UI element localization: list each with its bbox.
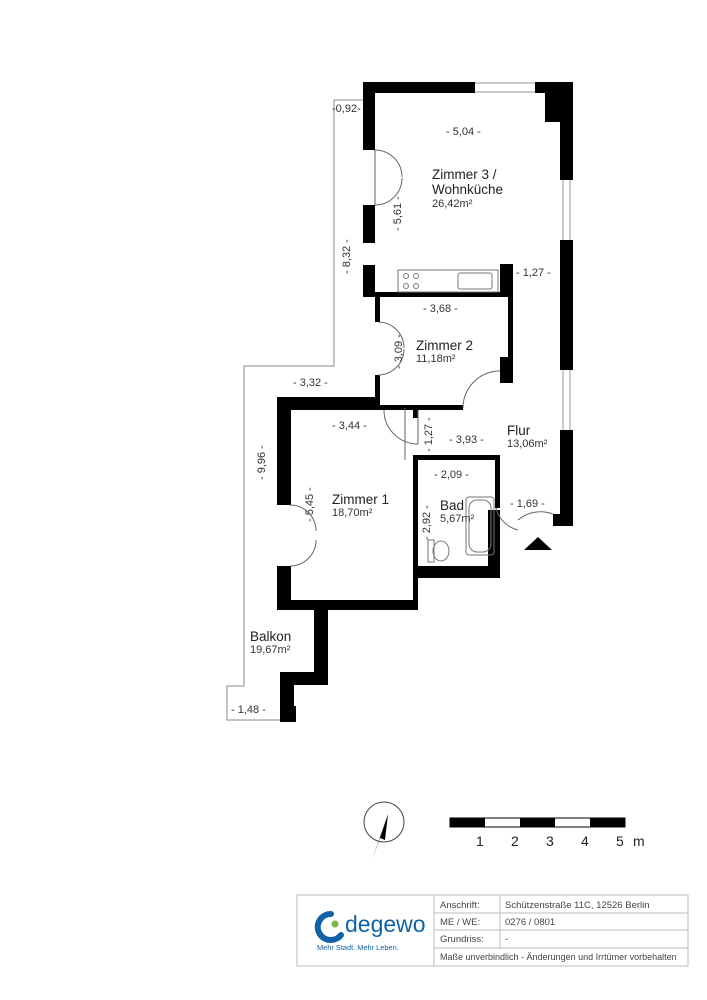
logo-wordmark: degewo: [345, 911, 426, 937]
address-value: Schützenstraße 11C, 12526 Berlin: [505, 900, 650, 911]
dim-092: -0,92-: [332, 103, 361, 115]
dim-169: - 1,69 -: [510, 498, 545, 510]
scale-label-3: 3: [546, 833, 554, 849]
scale-bar: [449, 817, 626, 828]
room-zimmer3-name: Zimmer 3 /: [432, 167, 497, 182]
room-bad-name: Bad: [440, 498, 464, 513]
dim-344: - 3,44 -: [332, 420, 367, 432]
dim-504: - 5,04 -: [446, 126, 481, 138]
room-zimmer2-name: Zimmer 2: [416, 338, 473, 353]
scale-label-4: 4: [581, 833, 589, 849]
scale-label-1: 1: [476, 833, 484, 849]
grundriss-value: -: [505, 934, 508, 945]
dim-127b: - 1,27 -: [423, 417, 435, 452]
dim-545: - 5,45 -: [304, 487, 316, 522]
dim-996: - 9,96 -: [256, 445, 268, 480]
dim-209: - 2,09 -: [434, 469, 469, 481]
room-zimmer2-area: 11,18m²: [416, 353, 456, 365]
dim-393: - 3,93 -: [449, 434, 484, 446]
info-box: [296, 894, 689, 967]
scale-label-5: 5: [616, 833, 624, 849]
room-zimmer1-area: 18,70m²: [332, 507, 373, 519]
dim-148: - 1,48 -: [231, 704, 266, 716]
dim-332: - 3,32 -: [293, 377, 328, 389]
dim-561: - 5,61 -: [392, 196, 404, 231]
room-zimmer1-name: Zimmer 1: [332, 492, 389, 507]
me-we-value: 0276 / 0801: [505, 917, 555, 928]
dim-832: - 8,32 -: [341, 239, 353, 274]
grundriss-label: Grundriss:: [440, 934, 484, 945]
room-balkon-name: Balkon: [250, 629, 291, 644]
north-arrow-icon: [363, 801, 405, 860]
entrance-marker: [524, 537, 552, 550]
doors: [289, 149, 554, 567]
room-balkon-area: 19,67m²: [250, 644, 291, 656]
room-bad-area: 5,67m²: [440, 513, 475, 525]
dim-292: - 2,92 -: [421, 505, 433, 540]
scale-unit: m: [633, 833, 645, 849]
degewo-logo-icon: [314, 910, 344, 943]
dim-368: - 3,68 -: [423, 303, 458, 315]
kitchen-counter: [397, 269, 499, 293]
room-flur-area: 13,06m²: [507, 438, 548, 450]
disclaimer: Maße unverbindlich - Änderungen und Irrt…: [440, 952, 677, 962]
bath-fixtures: [427, 496, 495, 563]
logo-tagline: Mehr Stadt. Mehr Leben.: [317, 943, 399, 952]
dim-127a: - 1,27 -: [516, 267, 551, 279]
address-label: Anschrift:: [440, 900, 480, 911]
walls: [277, 82, 573, 722]
me-we-label: ME / WE:: [440, 917, 480, 928]
room-zimmer3-area: 26,42m²: [432, 198, 473, 210]
room-zimmer3-name2: Wohnküche: [432, 182, 503, 197]
windows: [475, 82, 571, 430]
scale-label-2: 2: [511, 833, 519, 849]
degewo-logo: degewo Mehr Stadt. Mehr Leben.: [314, 910, 426, 952]
room-flur-name: Flur: [507, 423, 531, 438]
dim-309: - 3,09 -: [393, 334, 405, 369]
balcony-outline: [226, 99, 363, 721]
